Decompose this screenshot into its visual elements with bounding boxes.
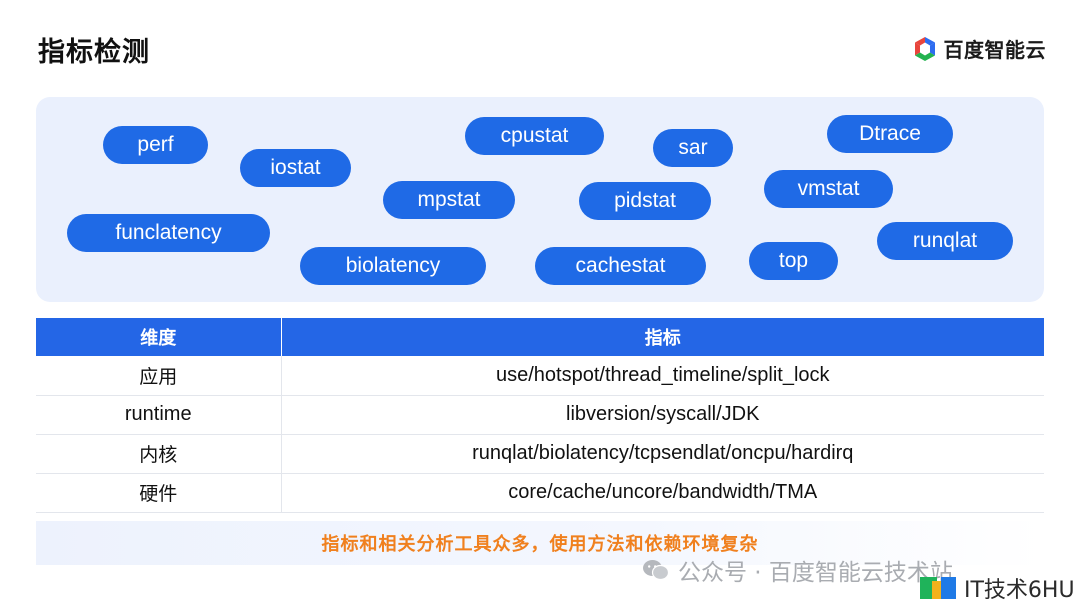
metric-cell: libversion/syscall/JDK xyxy=(281,395,1044,435)
tool-pill: iostat xyxy=(240,149,351,187)
tool-pill: vmstat xyxy=(764,170,893,208)
metric-cell: runqlat/biolatency/tcpsendlat/oncpu/hard… xyxy=(281,434,1044,474)
metric-cell: use/hotspot/thread_timeline/split_lock xyxy=(281,356,1044,396)
tool-pill: runqlat xyxy=(877,222,1013,260)
table-row: 内核 runqlat/biolatency/tcpsendlat/oncpu/h… xyxy=(36,434,1044,474)
tools-panel: perf iostat funclatency cpustat mpstat b… xyxy=(36,97,1044,302)
cube-logo-icon xyxy=(914,36,935,61)
column-header-metric: 指标 xyxy=(281,318,1044,356)
tool-pill: Dtrace xyxy=(827,115,953,153)
summary-note-text: 指标和相关分析工具众多，使用方法和依赖环境复杂 xyxy=(321,534,759,555)
metric-cell: core/cache/uncore/bandwidth/TMA xyxy=(281,473,1044,513)
tool-pill: funclatency xyxy=(67,214,270,252)
tool-pill: biolatency xyxy=(300,247,486,285)
dimension-cell: 硬件 xyxy=(36,473,282,513)
table-header-row: 维度 指标 xyxy=(36,318,1044,356)
summary-note: 指标和相关分析工具众多，使用方法和依赖环境复杂 xyxy=(36,521,1044,565)
dimension-cell: 应用 xyxy=(36,356,282,396)
tool-pill: perf xyxy=(103,126,208,164)
watermark-text: 公众号 · 百度智能云技术站 xyxy=(678,560,953,586)
dimension-cell: runtime xyxy=(36,395,282,435)
page-title: 指标检测 xyxy=(38,37,150,68)
tool-pill: pidstat xyxy=(579,182,711,220)
tool-pill: cpustat xyxy=(465,117,604,155)
dimension-cell: 内核 xyxy=(36,434,282,474)
badge-logo-icon xyxy=(920,577,956,599)
source-badge: IT技术6HU xyxy=(918,572,1075,604)
watermark: 公众号 · 百度智能云技术站 xyxy=(642,553,953,587)
brand-logo: 百度智能云 xyxy=(911,34,1047,63)
metrics-table: 维度 指标 应用 use/hotspot/thread_timeline/spl… xyxy=(36,318,1044,513)
table-row: runtime libversion/syscall/JDK xyxy=(36,395,1044,435)
badge-text: IT技术6HU xyxy=(964,578,1075,603)
tool-pill: cachestat xyxy=(535,247,706,285)
table-row: 硬件 core/cache/uncore/bandwidth/TMA xyxy=(36,473,1044,513)
tool-pill: top xyxy=(749,242,838,280)
column-header-dimension: 维度 xyxy=(36,318,282,356)
tool-pill: sar xyxy=(653,129,733,167)
brand-name: 百度智能云 xyxy=(943,38,1046,62)
tool-pill: mpstat xyxy=(383,181,515,219)
table-row: 应用 use/hotspot/thread_timeline/split_loc… xyxy=(36,356,1044,396)
wechat-icon xyxy=(643,560,670,581)
